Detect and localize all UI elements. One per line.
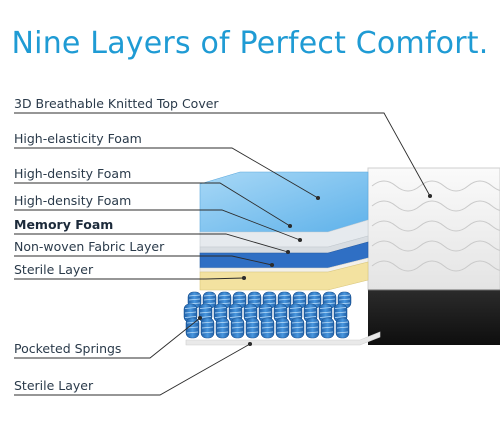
spring-coil <box>303 303 318 323</box>
spring-coil <box>305 317 320 339</box>
layer-high-elasticity-foam <box>199 171 369 233</box>
leader-line <box>14 317 201 359</box>
spring-coil <box>290 317 305 339</box>
leader-lines <box>14 112 433 396</box>
spring-coil <box>273 303 288 323</box>
spring-coil <box>185 317 200 339</box>
layer-label: Sterile Layer <box>14 378 94 393</box>
top-cover-quilted-panel <box>367 167 500 291</box>
leader-line <box>14 233 289 253</box>
leader-dot <box>197 315 203 321</box>
layer-label: 3D Breathable Knitted Top Cover <box>14 96 219 111</box>
spring-coil <box>275 317 290 339</box>
layer-label: Memory Foam <box>14 217 114 232</box>
leader-line <box>14 112 431 197</box>
quilt-pattern <box>371 180 500 272</box>
leader-dot <box>287 223 293 229</box>
layer-label: High-density Foam <box>14 193 132 208</box>
mattress-body <box>367 167 500 345</box>
spring-coil <box>320 317 335 339</box>
leader-dot <box>297 237 303 243</box>
leader-dot <box>315 195 321 201</box>
leader-line <box>14 343 251 396</box>
page-title: Nine Layers of Perfect Comfort. <box>11 26 489 61</box>
spring-coil <box>258 303 273 323</box>
spring-coil <box>215 317 230 339</box>
leader-line <box>14 147 319 199</box>
leader-line <box>14 182 291 227</box>
leader-dot <box>247 341 253 347</box>
layer-sterile-bottom <box>185 331 381 346</box>
spring-coil <box>198 303 213 323</box>
layer-stack <box>199 171 369 291</box>
layer-label: High-elasticity Foam <box>14 131 142 146</box>
layer-sterile-top <box>199 261 369 291</box>
spring-coil <box>230 317 245 339</box>
leader-dot <box>285 249 291 255</box>
leader-line <box>14 209 301 241</box>
leader-dot <box>427 193 433 199</box>
leader-dot <box>241 275 247 281</box>
spring-coil <box>245 317 260 339</box>
spring-coil <box>333 303 348 323</box>
spring-coil <box>288 303 303 323</box>
spring-coil <box>260 317 275 339</box>
layer-label: Non-woven Fabric Layer <box>14 239 165 254</box>
leader-line <box>14 277 245 280</box>
leader-line <box>14 255 273 266</box>
layer-label: High-density Foam <box>14 166 132 181</box>
spring-coil <box>318 303 333 323</box>
pocketed-springs-block <box>183 291 352 339</box>
mattress-side-panel <box>368 290 500 345</box>
layer-label: Sterile Layer <box>14 262 94 277</box>
spring-coil <box>200 317 215 339</box>
leader-dot <box>269 262 275 268</box>
layer-label: Pocketed Springs <box>14 341 122 356</box>
spring-coil <box>335 317 350 339</box>
